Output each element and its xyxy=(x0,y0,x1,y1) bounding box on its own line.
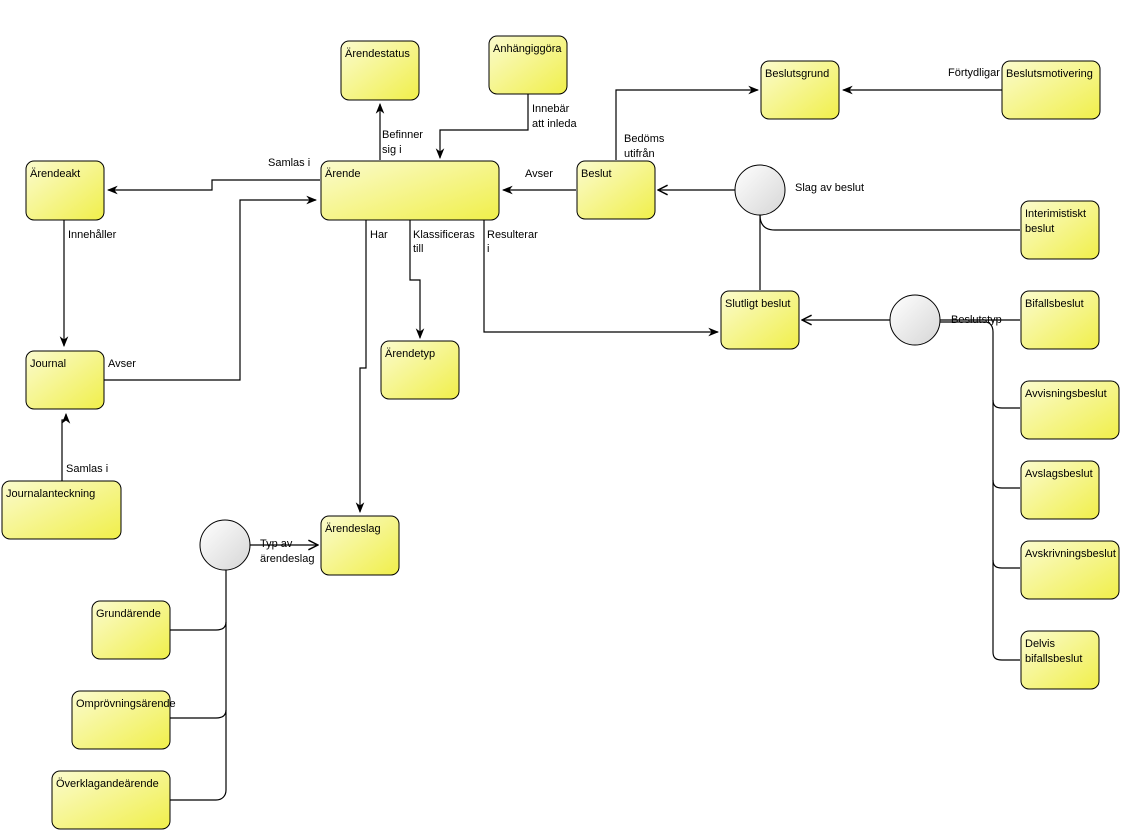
node-label: Ärende xyxy=(325,168,360,180)
edge-beslutstyp-avslag xyxy=(992,479,1020,489)
edge-journalanteckning-journal xyxy=(61,412,71,482)
label-resulterar-1: Resulterar xyxy=(487,229,538,241)
circle-slag-av-beslut[interactable] xyxy=(734,164,786,216)
node-beslutsmotivering[interactable]: Beslutsmotivering xyxy=(1001,60,1101,120)
label-fortydligar: Förtydligar xyxy=(948,67,1000,79)
node-label: Avslagsbeslut xyxy=(1025,468,1093,480)
node-label: Anhängiggöra xyxy=(493,43,562,55)
label-avser-journal: Avser xyxy=(108,358,136,370)
edge-arende-slutligt xyxy=(483,220,720,337)
node-interimistiskt-beslut[interactable]: Interimistiskt beslut xyxy=(1020,200,1100,260)
edge-slag-interimistiskt xyxy=(759,214,1020,231)
edge-labels: Befinner sig i Innebär att inleda Förtyd… xyxy=(66,67,1002,565)
label-beslutstyp: Beslutstyp xyxy=(951,314,1002,326)
label-resulterar-2: i xyxy=(487,243,489,255)
edge-beslutstyp-avskrivning xyxy=(992,559,1020,569)
node-label-line2: bifallsbeslut xyxy=(1025,653,1082,665)
edge-anhangiggora-arende xyxy=(435,94,529,160)
node-beslut[interactable]: Beslut xyxy=(576,160,656,220)
node-label-line1: Delvis xyxy=(1025,638,1055,650)
label-befinner-2: sig i xyxy=(382,144,402,156)
node-label: Grundärende xyxy=(96,608,161,620)
node-label: Beslutsgrund xyxy=(765,68,829,80)
label-bedoms-2: utifrån xyxy=(624,148,655,160)
node-label: Slutligt beslut xyxy=(725,298,790,310)
edge-beslutstyp-trunk xyxy=(940,321,1020,661)
circle-typ-av-arendeslag[interactable] xyxy=(199,519,251,571)
node-grundarende[interactable]: Grundärende xyxy=(91,600,171,660)
edge-beslut-beslutsgrund xyxy=(615,85,760,160)
node-arende[interactable]: Ärende xyxy=(320,160,500,221)
circle-nodes xyxy=(199,164,941,571)
label-slag-av-beslut: Slag av beslut xyxy=(795,182,864,194)
node-overklagandearende[interactable]: Överklagandeärende xyxy=(51,770,171,830)
node-avvisningsbeslut[interactable]: Avvisningsbeslut xyxy=(1020,380,1120,440)
edge-beslutstyp-avvisning xyxy=(992,399,1020,409)
node-label: Journalanteckning xyxy=(6,488,95,500)
label-bedoms-1: Bedöms xyxy=(624,133,665,145)
node-label: Journal xyxy=(30,358,66,370)
node-label-line2: beslut xyxy=(1025,223,1054,235)
node-bifallsbeslut[interactable]: Bifallsbeslut xyxy=(1020,290,1100,350)
edge-typ-trunk xyxy=(170,570,227,801)
node-label-line1: Interimistiskt xyxy=(1025,208,1086,220)
label-typ-av-2: ärendeslag xyxy=(260,553,314,565)
label-samlas-i-journal: Samlas i xyxy=(66,463,108,475)
label-innehaller: Innehåller xyxy=(68,229,117,241)
node-label: Omprövningsärende xyxy=(76,698,176,710)
label-klassificeras-1: Klassificeras xyxy=(413,229,475,241)
node-arendestatus[interactable]: Ärendestatus xyxy=(340,40,420,101)
label-klassificeras-2: till xyxy=(413,243,423,255)
edge-journal-arende xyxy=(104,195,318,381)
label-har: Har xyxy=(370,229,388,241)
node-arendetyp[interactable]: Ärendetyp xyxy=(380,340,460,400)
edge-arende-arendetyp xyxy=(409,220,425,340)
node-avskrivningsbeslut[interactable]: Avskrivningsbeslut xyxy=(1020,540,1120,600)
edge-arende-arendeslag xyxy=(355,220,367,514)
label-innebar-2: att inleda xyxy=(532,118,578,130)
node-label: Beslut xyxy=(581,168,612,180)
node-label: Avskrivningsbeslut xyxy=(1025,548,1116,560)
entity-nodes: Ärendestatus Anhängiggöra Beslutsgrund B… xyxy=(1,35,1120,830)
label-samlas-i-akt: Samlas i xyxy=(268,157,310,169)
node-journalanteckning[interactable]: Journalanteckning xyxy=(1,480,122,540)
node-anhangiggora[interactable]: Anhängiggöra xyxy=(488,35,568,95)
node-label: Bifallsbeslut xyxy=(1025,298,1084,310)
node-label: Beslutsmotivering xyxy=(1006,68,1093,80)
edges xyxy=(59,85,1020,801)
node-avslagsbeslut[interactable]: Avslagsbeslut xyxy=(1020,460,1100,520)
node-label: Ärendetyp xyxy=(385,348,435,360)
node-label: Ärendeakt xyxy=(30,168,80,180)
node-label: Överklagandeärende xyxy=(56,778,159,790)
node-arendeakt[interactable]: Ärendeakt xyxy=(25,160,105,221)
node-arendeslag[interactable]: Ärendeslag xyxy=(320,515,400,576)
edge-arende-arendeakt xyxy=(106,179,320,195)
edge-typ-grundarende xyxy=(170,621,227,631)
node-omprovningsarende[interactable]: Omprövningsärende xyxy=(71,690,176,750)
circle-beslutstyp[interactable] xyxy=(889,294,941,346)
node-journal[interactable]: Journal xyxy=(25,350,105,410)
node-beslutsgrund[interactable]: Beslutsgrund xyxy=(760,60,840,120)
node-delvis-bifallsbeslut[interactable]: Delvis bifallsbeslut xyxy=(1020,630,1100,690)
label-typ-av-1: Typ av xyxy=(260,538,293,550)
edge-typ-omprovning xyxy=(170,709,227,719)
node-slutligt-beslut[interactable]: Slutligt beslut xyxy=(720,290,800,350)
label-avser-arende: Avser xyxy=(525,168,553,180)
node-label: Ärendestatus xyxy=(345,48,410,60)
label-innebar-1: Innebär xyxy=(532,103,570,115)
node-label: Avvisningsbeslut xyxy=(1025,388,1107,400)
node-label: Ärendeslag xyxy=(325,523,381,535)
label-befinner-1: Befinner xyxy=(382,129,423,141)
